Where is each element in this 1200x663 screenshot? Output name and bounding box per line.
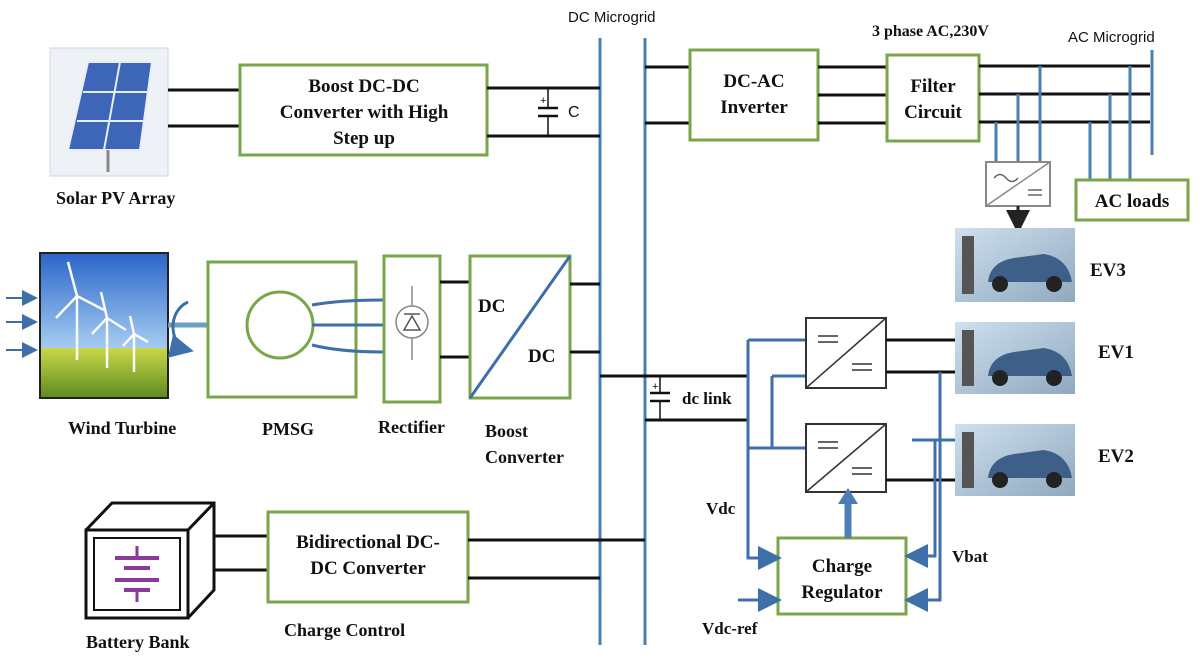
dc-dc-charger-ev1-icon: [805, 317, 887, 389]
svg-text:Charge: Charge: [812, 556, 872, 577]
charge-control-caption: Charge Control: [284, 620, 405, 640]
svg-text:DC-AC: DC-AC: [723, 71, 784, 92]
solar-caption: Solar PV Array: [56, 188, 175, 208]
rotation-arrow-icon: [167, 300, 194, 358]
vdc-feedback-line: [746, 448, 782, 570]
vdc-ref-label: Vdc-ref: [702, 619, 758, 638]
svg-text:AC loads: AC loads: [1095, 191, 1169, 212]
bidirectional-converter-block: [266, 510, 470, 604]
svg-text:+: +: [652, 381, 658, 393]
svg-text:Filter: Filter: [910, 76, 956, 97]
ev3-image: [955, 228, 1075, 302]
boost-caption-line1: Boost: [485, 421, 528, 441]
ev1-image: [955, 322, 1075, 394]
vdc-label: Vdc: [706, 499, 736, 518]
wind-arrows-icon: [6, 290, 38, 358]
svg-text:Regulator: Regulator: [801, 582, 883, 603]
ac-loads-block: [1074, 178, 1190, 222]
vbat-feedback-line-2: [904, 372, 942, 612]
boost-caption-line2: Converter: [485, 447, 564, 467]
ev1-label: EV1: [1098, 342, 1134, 363]
dc-microgrid-label: DC Microgrid: [568, 9, 656, 26]
svg-text:Circuit: Circuit: [904, 102, 962, 123]
svg-text:Step up: Step up: [333, 128, 395, 149]
svg-text:Boost DC-DC: Boost DC-DC: [308, 76, 419, 97]
three-phase-label: 3 phase AC,230V: [872, 23, 989, 40]
svg-text:+: +: [540, 95, 546, 107]
svg-text:Bidirectional DC-: Bidirectional DC-: [296, 532, 440, 553]
dc-top-label: DC: [478, 296, 505, 317]
svg-text:Inverter: Inverter: [720, 97, 788, 118]
vbat-feedback-line-1: [904, 440, 937, 568]
dc-link-capacitor-symbol: +: [650, 376, 670, 420]
boost-high-step-up-block: [238, 63, 489, 157]
battery-caption: Battery Bank: [86, 632, 190, 652]
rectifier-caption: Rectifier: [378, 417, 445, 437]
ev2-image: [955, 424, 1075, 496]
svg-text:Converter with High: Converter with High: [280, 102, 449, 123]
capacitor-c-label: C: [568, 104, 580, 121]
svg-text:DC Converter: DC Converter: [310, 558, 426, 579]
dc-dc-charger-ev2-icon: [805, 423, 887, 493]
vbat-label: Vbat: [952, 547, 988, 566]
filter-circuit-block: [885, 53, 981, 143]
battery-bank-icon: [84, 501, 216, 620]
diode-bridge-icon: [395, 286, 429, 360]
charge-regulator-block: [776, 536, 908, 616]
generator-symbol: [245, 290, 315, 360]
dc-bottom-label: DC: [528, 346, 555, 367]
capacitor-c-symbol: +: [538, 88, 558, 136]
ac-dc-charger-icon: [985, 161, 1051, 234]
pmsg-caption: PMSG: [262, 419, 314, 439]
ev3-label: EV3: [1090, 260, 1126, 281]
solar-panel-icon: [49, 47, 169, 177]
wind-turbine-image: [39, 252, 169, 399]
ac-microgrid-label: AC Microgrid: [1068, 29, 1155, 46]
dc-ac-inverter-block: [688, 48, 820, 142]
wind-caption: Wind Turbine: [68, 418, 176, 438]
dc-link-label: dc link: [682, 389, 732, 408]
ev2-label: EV2: [1098, 446, 1134, 467]
